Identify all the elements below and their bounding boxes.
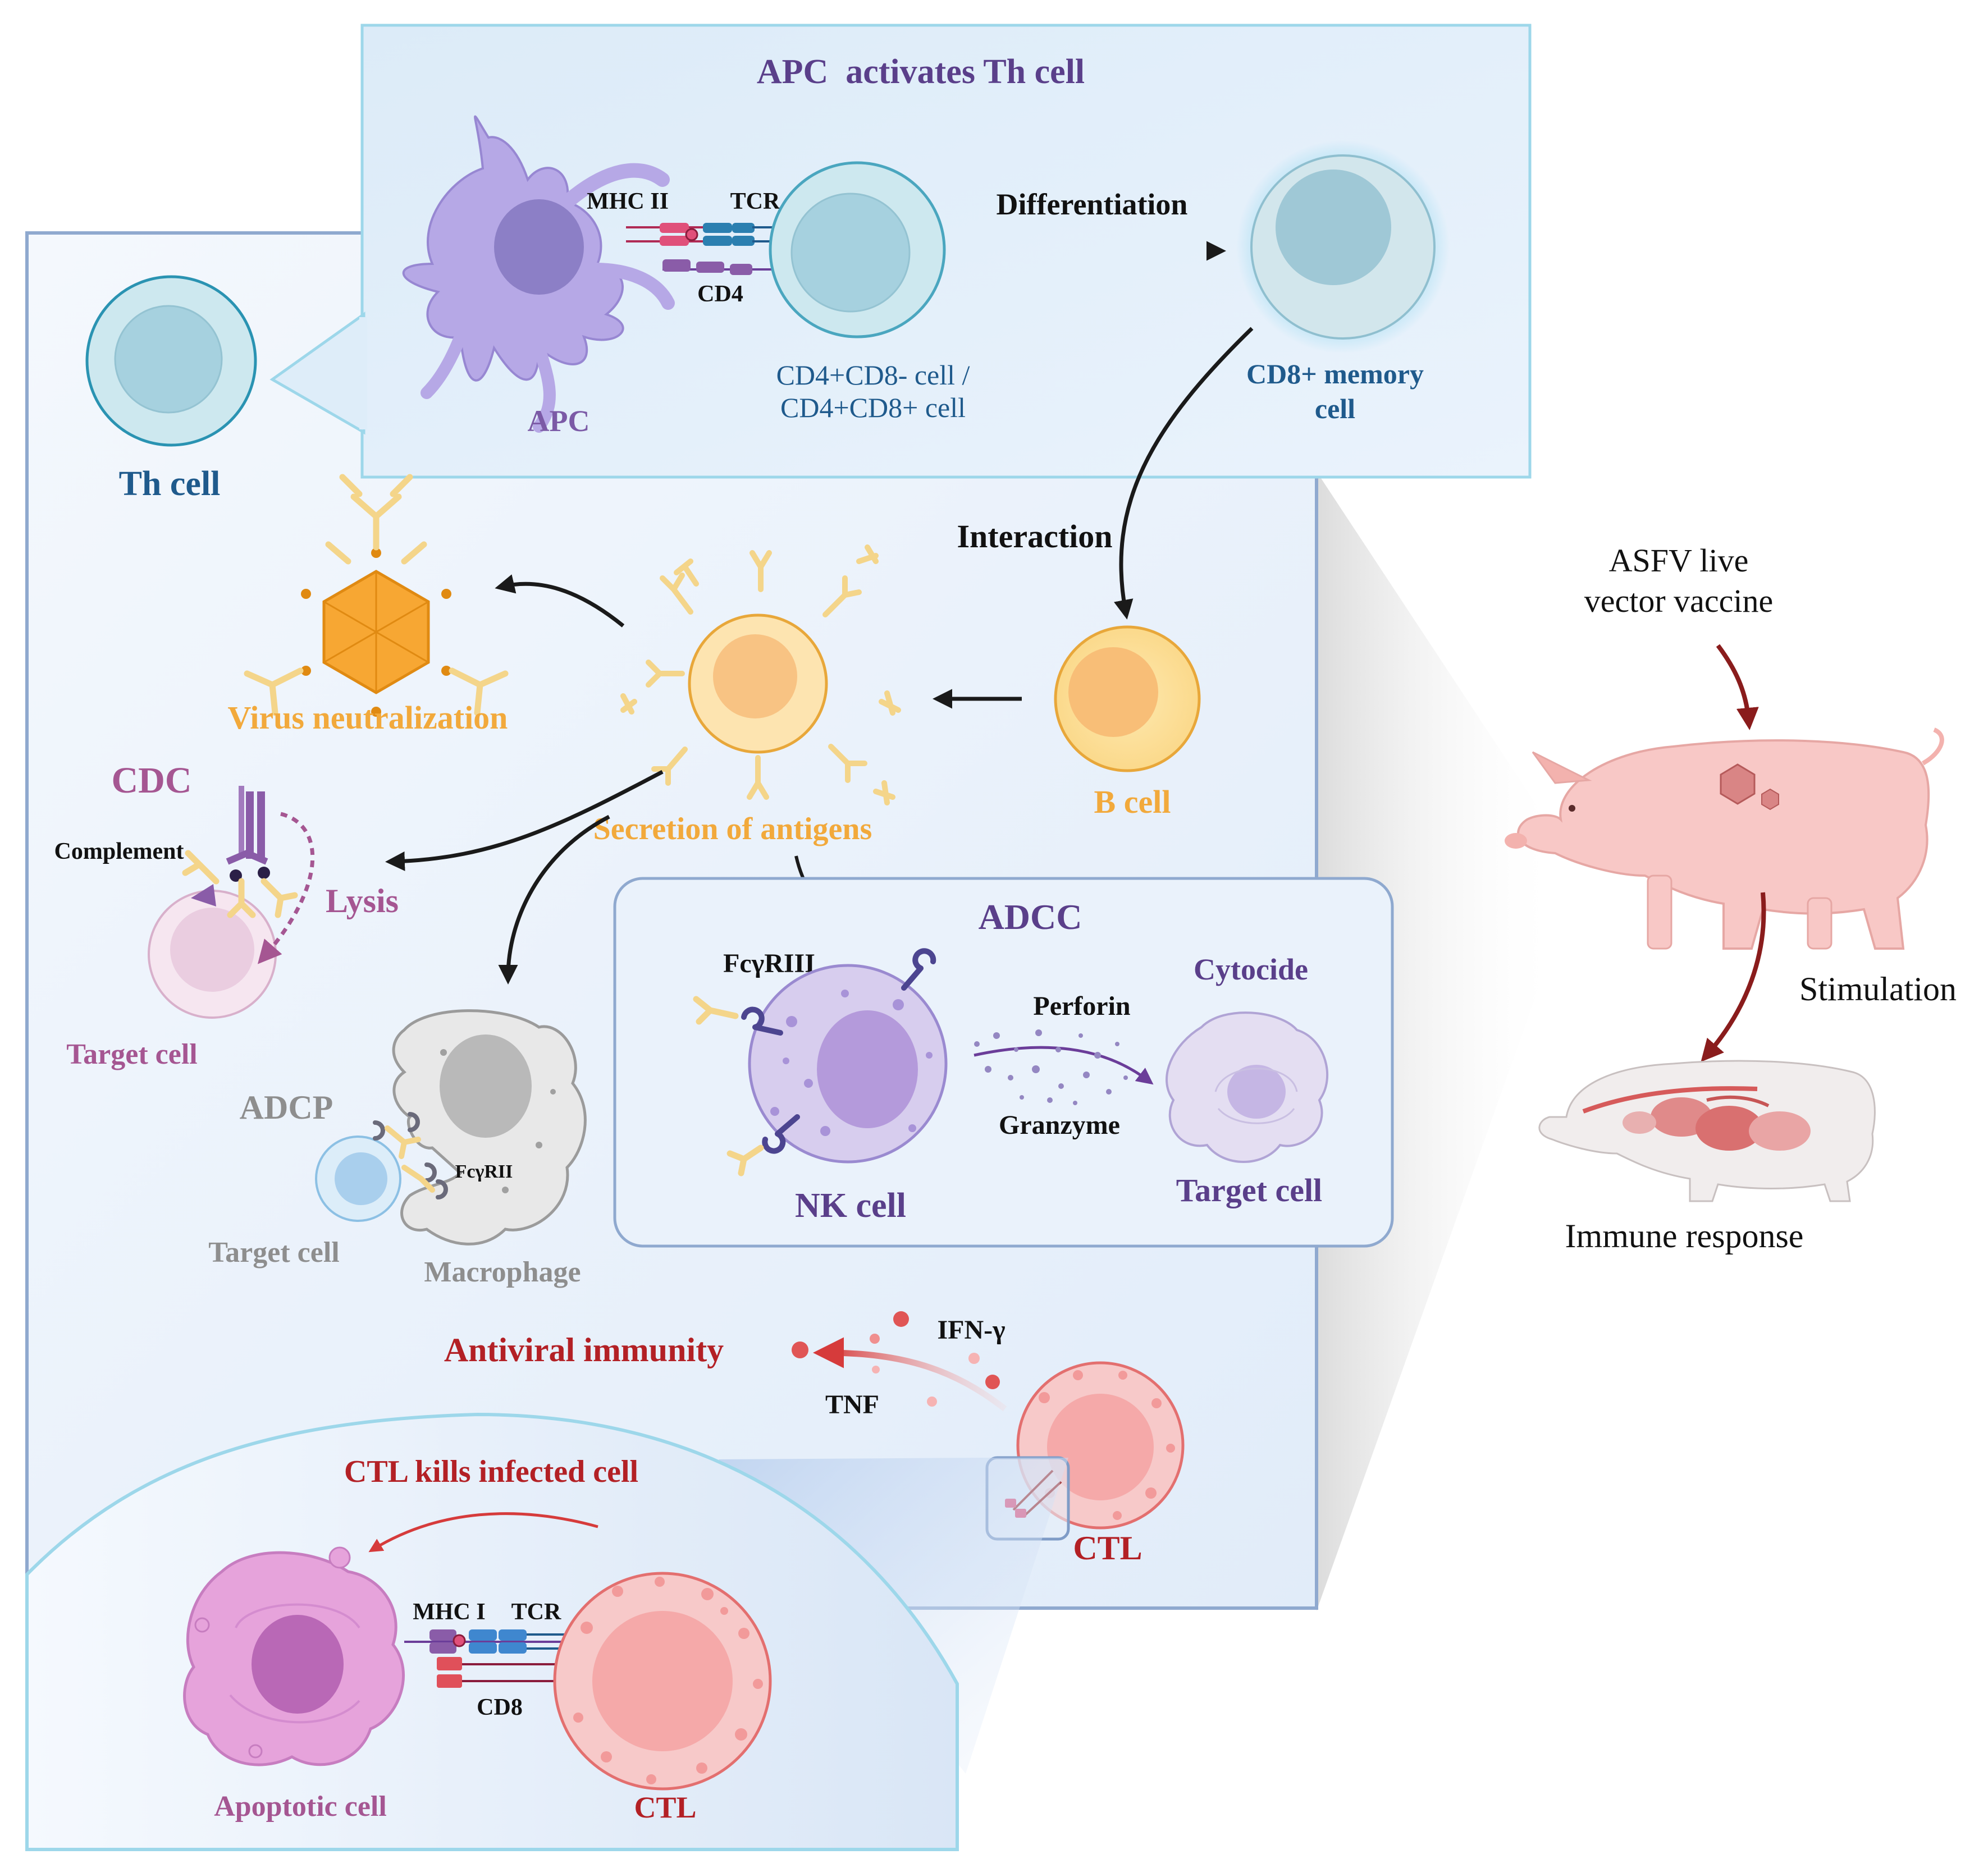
memory-label-2: cell	[1315, 393, 1355, 424]
mhc2-tcr-complex	[626, 223, 786, 246]
cytokines	[792, 1311, 1000, 1407]
cd4-cell-label-2: CD4+CD8+ cell	[780, 392, 966, 423]
memory-label-1: CD8+ memory	[1246, 358, 1424, 390]
cdc-antibodies	[182, 850, 298, 918]
ctl-cell-large	[553, 1572, 772, 1791]
cdc-title: CDC	[112, 760, 192, 801]
vaccine-label-1: ASFV live	[1609, 542, 1749, 579]
cd4-t-cell	[769, 161, 946, 338]
perforin-label: Perforin	[1033, 991, 1130, 1021]
differentiation-label: Differentiation	[997, 187, 1188, 221]
adcp-arrow	[498, 814, 610, 985]
mhc2-label: MHC II	[587, 189, 669, 214]
perforin-arrow	[974, 1046, 1154, 1085]
pig-illustration	[1505, 727, 1944, 950]
cdc-target-cell	[148, 890, 277, 1019]
adcc-target-label: Target cell	[1176, 1172, 1322, 1208]
perforin-granules	[974, 1029, 1128, 1105]
stimulation-arrow	[1701, 892, 1766, 1063]
stimulation-label: Stimulation	[1799, 970, 1957, 1008]
apc-panel-title: APC activates Th cell	[757, 53, 1085, 91]
lysis-label: Lysis	[326, 882, 399, 919]
interaction-arrow	[1113, 327, 1254, 620]
plasma-cell	[688, 613, 828, 754]
cd8-memory-cell	[1236, 140, 1450, 354]
b-cell	[1054, 625, 1201, 772]
adcp-title: ADCP	[240, 1089, 333, 1126]
mhc1-tcr-complex	[404, 1629, 564, 1654]
cytocide-label: Cytocide	[1194, 953, 1308, 986]
nk-antibodies	[693, 996, 764, 1176]
th-cell-label: Th cell	[119, 465, 221, 503]
interaction-label: Interaction	[957, 518, 1112, 555]
cd4-coreceptor	[662, 259, 786, 275]
apoptotic-label: Apoptotic cell	[214, 1791, 387, 1823]
adcc-title: ADCC	[979, 897, 1082, 937]
pig-anatomy-illustration	[1538, 1060, 1876, 1202]
vaccine-arrow	[1716, 644, 1759, 730]
cytokine-arrow	[813, 1337, 1007, 1412]
antiviral-label: Antiviral immunity	[444, 1331, 724, 1368]
secreted-antibodies	[620, 544, 901, 805]
zoom-fan	[1317, 471, 1561, 1611]
nk-cell	[748, 964, 948, 1164]
cd4-cell-label-1: CD4+CD8- cell /	[776, 359, 970, 391]
adcc-fcr-label: FcγRIII	[723, 949, 815, 978]
adcp-target-cell	[315, 1136, 401, 1222]
b-cell-label: B cell	[1094, 784, 1171, 820]
immune-response-label: Immune response	[1565, 1217, 1804, 1255]
tcr-label-bottom: TCR	[511, 1599, 561, 1625]
ctl-small-label: CTL	[1073, 1530, 1142, 1567]
apoptotic-cell	[183, 1546, 405, 1766]
complement-label: Complement	[54, 839, 184, 864]
cdc-arrow	[385, 770, 664, 871]
tcr-label-top: TCR	[730, 189, 780, 214]
virus-particle	[301, 548, 451, 717]
nk-receptors	[741, 948, 936, 1154]
th-cell	[85, 275, 257, 447]
vaccine-label-2: vector vaccine	[1584, 583, 1774, 619]
secretion-label: Secretion of antigens	[593, 812, 872, 846]
ctl-large-label: CTL	[634, 1791, 696, 1824]
virus-neutralization-label: Virus neutralization	[228, 699, 508, 736]
adcp-fcr-label: FcγRII	[455, 1161, 513, 1182]
neutralization-arrow	[495, 574, 625, 628]
ifn-label: IFN-γ	[937, 1315, 1005, 1345]
mhc1-label: MHC I	[413, 1599, 486, 1625]
cdc-target-label: Target cell	[66, 1038, 197, 1070]
adcp-receptors	[373, 1112, 448, 1199]
adcp-target-label: Target cell	[208, 1237, 339, 1269]
macrophage	[392, 1009, 587, 1246]
tnf-label: TNF	[825, 1390, 879, 1420]
lysis-arrow	[257, 812, 315, 964]
granzyme-label: Granzyme	[999, 1110, 1120, 1140]
neutralizing-antibodies	[244, 474, 509, 716]
adcp-antibodies	[385, 1125, 435, 1193]
apc-label: APC	[528, 404, 590, 438]
cd4-label: CD4	[697, 281, 743, 307]
ctl-kill-title: CTL kills infected cell	[344, 1454, 638, 1489]
macrophage-label: Macrophage	[424, 1256, 581, 1288]
complement-complex	[191, 786, 270, 906]
ctl-kill-arrow	[368, 1512, 598, 1553]
cd8-coreceptor	[437, 1657, 564, 1688]
apc-cell	[402, 115, 675, 433]
cd8-label: CD8	[477, 1695, 523, 1720]
adcc-target-cell	[1166, 1011, 1328, 1163]
nk-cell-label: NK cell	[795, 1187, 906, 1225]
